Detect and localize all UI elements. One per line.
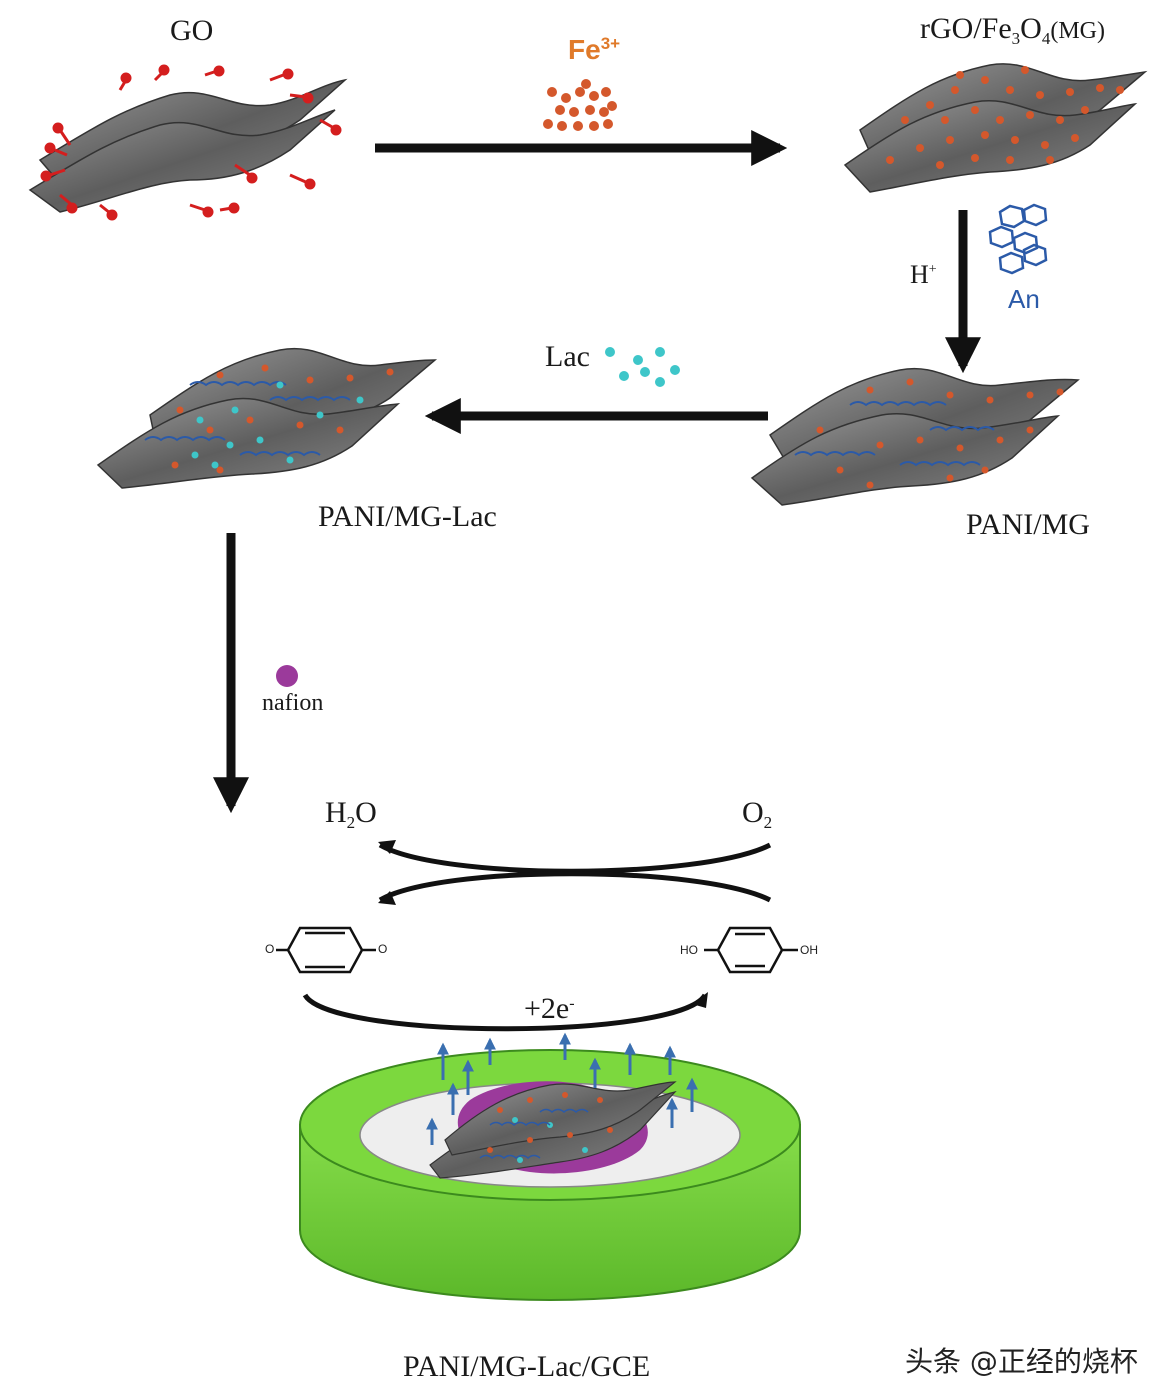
polyaniline-chains bbox=[794, 401, 995, 467]
h-base: H bbox=[910, 260, 929, 289]
benzoquinone-structure bbox=[276, 926, 376, 974]
h2o-b: O bbox=[355, 796, 377, 829]
fe-charge: 3+ bbox=[600, 34, 621, 53]
h2o-a: H bbox=[325, 796, 347, 829]
go-label: GO bbox=[170, 14, 214, 47]
fe-base: Fe bbox=[568, 34, 601, 65]
h2o-sub: 2 bbox=[346, 813, 356, 832]
h-charge: + bbox=[928, 262, 937, 277]
laccase-label: Lac bbox=[545, 340, 590, 373]
quinone-o-right: O bbox=[378, 942, 388, 956]
electron-label: +2e- bbox=[524, 992, 575, 1026]
aniline-label: An bbox=[1008, 284, 1040, 314]
redox-arrowheads bbox=[378, 840, 708, 1008]
nafion-label: nafion bbox=[262, 690, 324, 716]
proton-label: H+ bbox=[910, 260, 937, 290]
o2-base: O bbox=[742, 796, 764, 829]
mg-sheets bbox=[843, 63, 1148, 193]
redox-cycle bbox=[302, 842, 772, 1032]
gce-label: PANI/MG-Lac/GCE bbox=[403, 1350, 651, 1383]
hydroquinone-ho: HO bbox=[680, 943, 698, 957]
hydroquinone-structure bbox=[704, 926, 798, 974]
electron-charge: - bbox=[569, 995, 575, 1012]
fe3o4-nanoparticles bbox=[886, 66, 1124, 169]
water-label: H2O bbox=[325, 796, 377, 833]
pani-mg-lac-sheets bbox=[96, 347, 438, 489]
watermark: 头条 @正经的烧杯 bbox=[905, 1345, 1138, 1378]
pani-mg-sheets bbox=[750, 367, 1080, 506]
rgo-prefix: rGO/Fe bbox=[920, 12, 1012, 45]
rgo-suffix: (MG) bbox=[1050, 18, 1105, 44]
go-sheets bbox=[28, 64, 348, 221]
fe-ion-label: Fe3+ bbox=[568, 34, 620, 66]
electron-base: +2e bbox=[524, 992, 570, 1025]
fe-particles bbox=[543, 79, 617, 131]
rgo-sub2: 4 bbox=[1041, 29, 1051, 48]
oxygen-label: O2 bbox=[742, 796, 772, 833]
quinone-o-left: O bbox=[265, 942, 275, 956]
pani-mg-label: PANI/MG bbox=[966, 508, 1090, 541]
aniline-rings bbox=[988, 203, 1048, 275]
pani-mg-lac-label: PANI/MG-Lac bbox=[318, 500, 497, 533]
o2-sub: 2 bbox=[763, 813, 773, 832]
rgo-sub1: 3 bbox=[1011, 29, 1021, 48]
rgo-mid: O bbox=[1020, 12, 1042, 45]
hydroquinone-oh: OH bbox=[800, 943, 818, 957]
rgo-fe3o4-label: rGO/Fe3O4(MG) bbox=[920, 12, 1105, 49]
glassy-carbon-electrode bbox=[299, 1032, 801, 1302]
electron-transfer-arrows bbox=[426, 1032, 698, 1145]
oxygen-groups bbox=[40, 64, 342, 221]
laccase-particles bbox=[605, 347, 680, 387]
nafion-droplet bbox=[276, 665, 298, 687]
